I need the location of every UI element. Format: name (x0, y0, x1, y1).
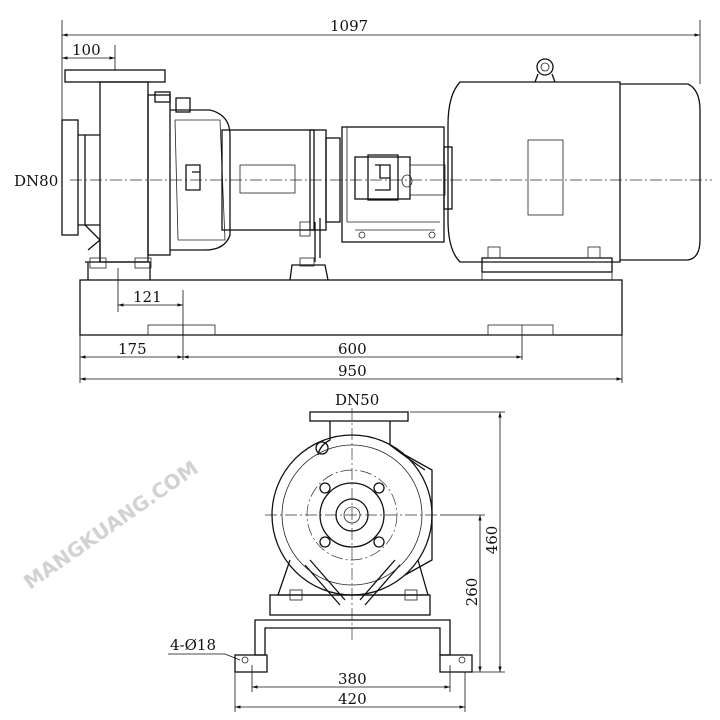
dim-suction-offset: 100 (72, 41, 101, 59)
end-view: DN50 4-Ø18 380 420 (168, 391, 505, 712)
dim-total-height: 460 (483, 526, 501, 555)
foot-right (439, 654, 473, 673)
watermark: MANGKUANG.COM (19, 456, 202, 594)
dim-base-width: 420 (338, 690, 367, 708)
dim-hole-spacing: 380 (338, 670, 367, 688)
pump-casing (61, 69, 231, 280)
dim-overall-length: 1097 (330, 17, 368, 35)
motor (443, 58, 701, 280)
dim-base-hole-spacing: 600 (338, 340, 367, 358)
discharge-flange (309, 411, 409, 422)
support-bracket (254, 619, 451, 656)
base-pad-left (147, 324, 216, 336)
baseplate (79, 279, 623, 336)
dim-base-length: 950 (338, 362, 367, 380)
dim-base-hole-offset: 175 (118, 340, 147, 358)
discharge-label: DN50 (335, 391, 379, 409)
bearing-frame (221, 129, 341, 281)
base-pad-right (487, 324, 554, 336)
foot-left (234, 654, 268, 673)
dim-foot-offset: 121 (133, 288, 162, 306)
suction-label: DN80 (14, 172, 58, 190)
dim-shaft-height: 260 (463, 578, 481, 607)
anchor-holes-label: 4-Ø18 (170, 636, 216, 654)
coupling-guard (341, 126, 446, 243)
side-view: 1097 100 DN80 121 175 600 950 (14, 17, 712, 383)
